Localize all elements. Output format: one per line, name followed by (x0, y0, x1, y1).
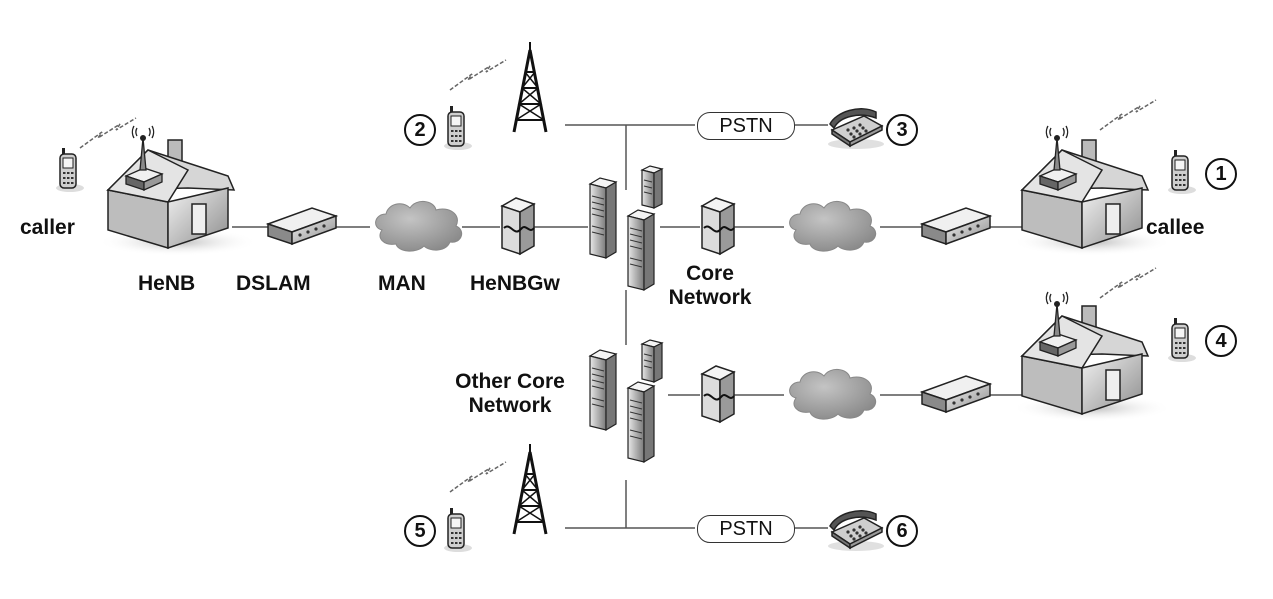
core-server-icon-2 (627, 209, 655, 291)
wireless-signal-icon-5 (449, 461, 507, 493)
wireless-signal-icon-2 (449, 59, 507, 91)
desk-phone-icon (827, 108, 885, 150)
henb-house-caller (97, 125, 259, 257)
label-callee: callee (1146, 216, 1205, 239)
label-other-core-network-line2: Network (468, 394, 552, 417)
other-core-server-small-icon (641, 339, 663, 383)
number-badge-5: 5 (404, 515, 436, 547)
cloud-icon-other (789, 368, 877, 420)
core-server-small-icon (641, 165, 663, 209)
mobile-phone-icon-4 (1167, 317, 1197, 363)
cell-tower-icon (512, 40, 548, 134)
wireless-signal-icon (79, 117, 137, 149)
gateway-icon-callee (701, 197, 735, 255)
other-core-server-icon-2 (627, 381, 655, 463)
man-cloud-icon (375, 200, 463, 252)
connection-lines (232, 124, 1022, 529)
mobile-phone-icon-5 (443, 507, 473, 553)
number-badge-2: 2 (404, 114, 436, 146)
cloud-icon-callee (789, 200, 877, 252)
label-other-core-network: Other Core Network (444, 370, 576, 418)
wireless-signal-icon-4 (1099, 267, 1157, 299)
mobile-phone-icon-callee (1167, 149, 1197, 195)
dslam-icon-other (921, 375, 991, 413)
label-other-core-network-line1: Other Core (455, 370, 565, 393)
label-henbgw: HeNBGw (470, 272, 560, 295)
number-badge-6: 6 (886, 515, 918, 547)
label-caller: caller (20, 216, 75, 239)
gateway-icon-other (701, 365, 735, 423)
label-dslam: DSLAM (236, 272, 311, 295)
label-core-network: Core Network (660, 262, 760, 310)
henb-house-other (1011, 291, 1173, 423)
wireless-signal-icon-3 (1099, 99, 1157, 131)
number-badge-4: 4 (1205, 325, 1237, 357)
label-core-network-line2: Network (668, 286, 752, 309)
pstn-box-top: PSTN (697, 112, 795, 140)
core-server-icon (589, 177, 617, 259)
desk-phone-icon-2 (827, 510, 885, 552)
dslam-icon (267, 207, 337, 245)
label-henb: HeNB (138, 272, 196, 295)
henbgw-icon (501, 197, 535, 255)
cell-tower-icon-2 (512, 442, 548, 536)
number-badge-3: 3 (886, 114, 918, 146)
label-man: MAN (378, 272, 426, 295)
label-core-network-line1: Core (686, 262, 734, 285)
mobile-phone-icon-2 (443, 105, 473, 151)
pstn-box-bottom: PSTN (697, 515, 795, 543)
dslam-icon-callee (921, 207, 991, 245)
number-badge-1: 1 (1205, 158, 1237, 190)
mobile-phone-icon (55, 147, 85, 193)
other-core-server-icon (589, 349, 617, 431)
